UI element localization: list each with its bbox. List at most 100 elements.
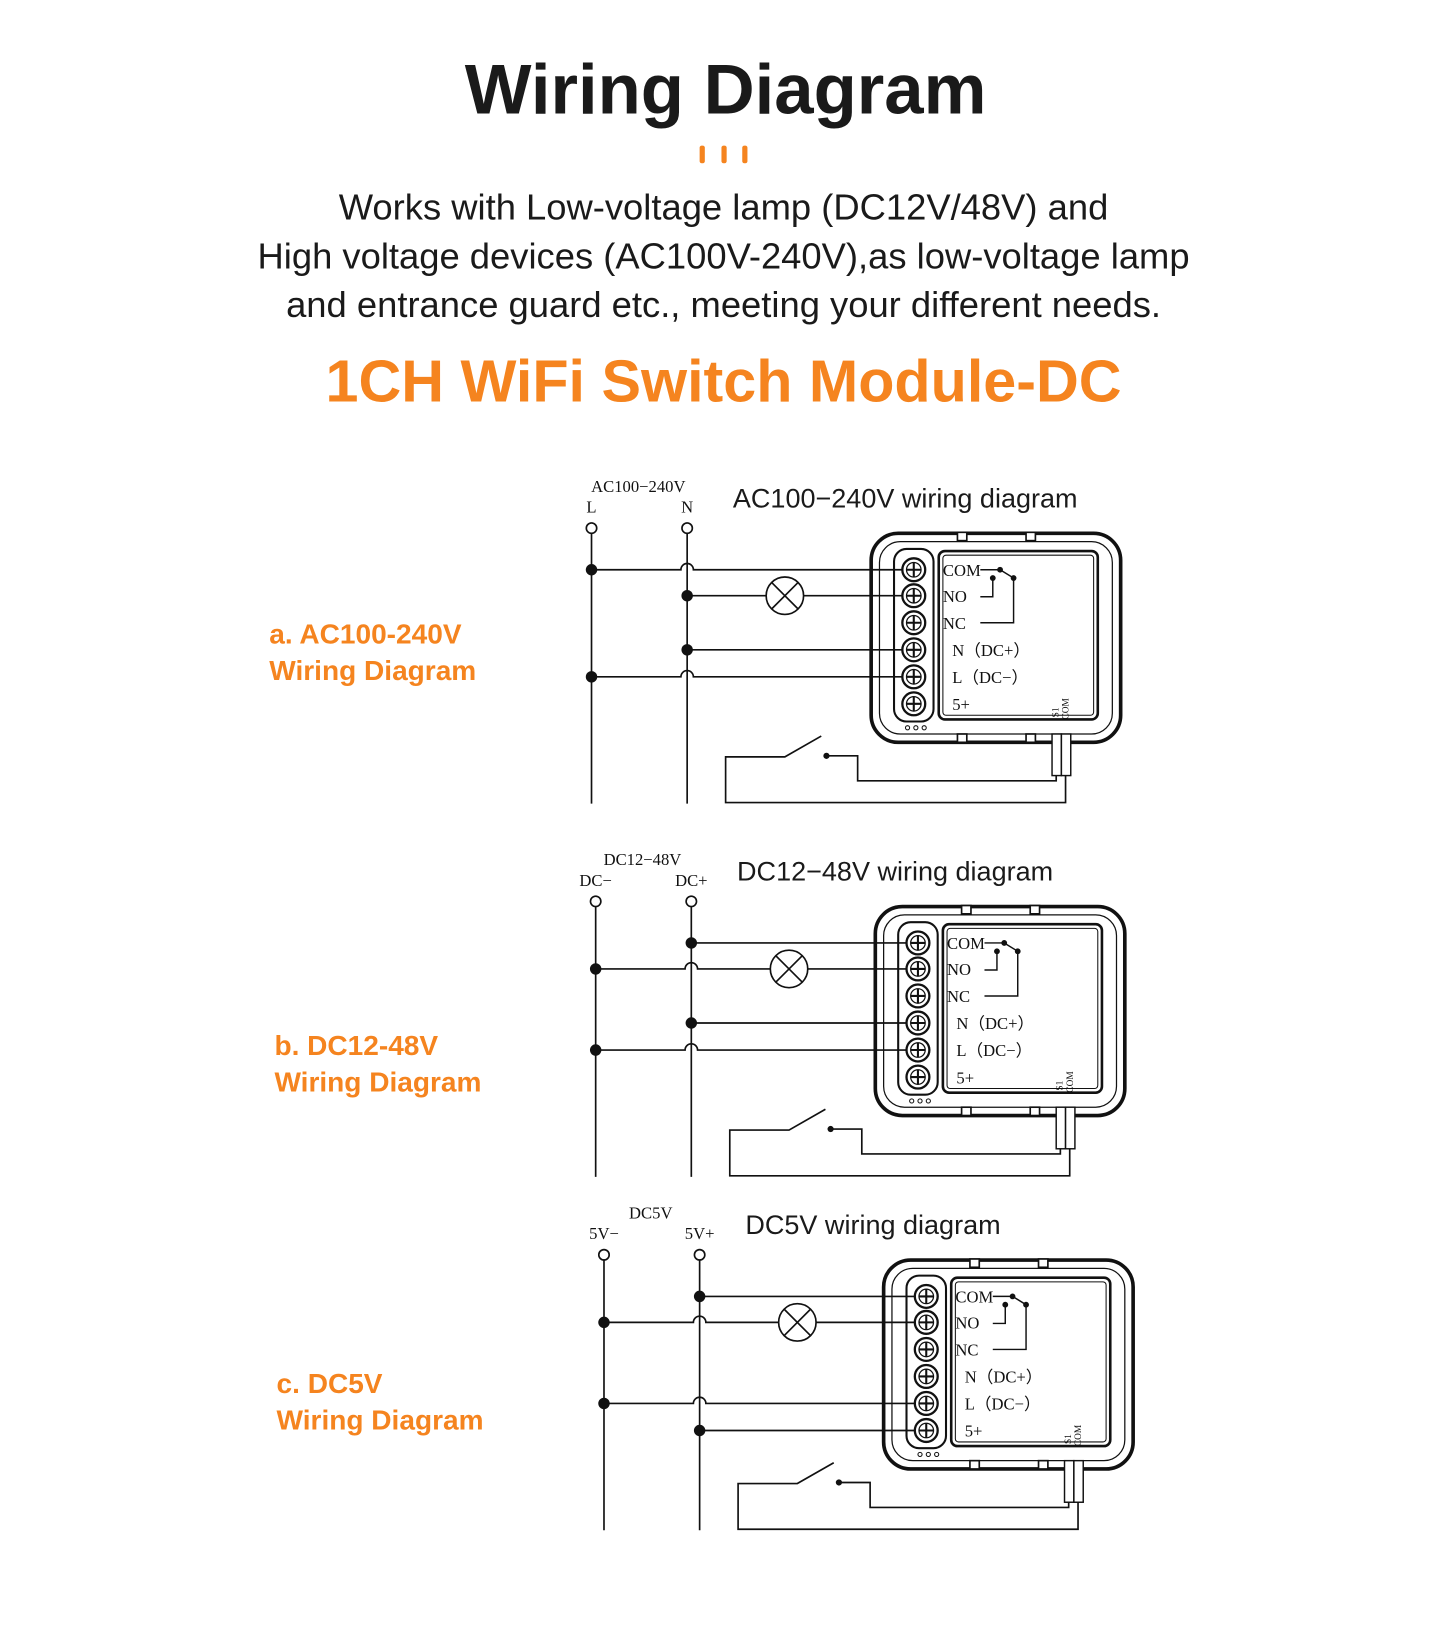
led-dot [934, 1451, 940, 1458]
wire-lead-s1 [1055, 1106, 1067, 1150]
wire [591, 669, 907, 678]
module-inner-edge [883, 914, 1118, 1108]
junction-dot [685, 937, 698, 949]
rail-label: DC+ [675, 871, 707, 890]
terminal-label-0: COM [955, 1288, 993, 1307]
supply-label: DC5V [629, 1203, 672, 1222]
com-label: COM [1062, 697, 1072, 719]
module-panel [941, 922, 1104, 1094]
wire-lead-s1 [1051, 733, 1063, 777]
terminal-label-1: NO [947, 960, 971, 979]
wire-lead-com [1060, 733, 1072, 777]
wire [595, 1042, 911, 1051]
wire [591, 562, 907, 571]
module-panel [937, 549, 1100, 721]
lamp-cross [770, 581, 799, 610]
relay-point [1002, 1301, 1009, 1308]
rail-label: DC− [579, 871, 611, 890]
terminal-label-3: N（DC+） [965, 1368, 1043, 1387]
junction-dot [589, 1044, 602, 1056]
switch-contact-icon [823, 752, 830, 759]
module-tab [1037, 1459, 1049, 1470]
s1-label: S1 [1055, 1080, 1065, 1090]
terminal-label-0: COM [947, 934, 985, 953]
terminal-label-4: L（DC−） [952, 668, 1028, 687]
module-tab [969, 1459, 981, 1470]
relay-point [989, 575, 996, 581]
terminal-circle-icon [685, 895, 698, 908]
terminal-circle-icon [597, 1248, 611, 1261]
terminal-circle-icon [693, 1248, 706, 1261]
subtitle-line-2: High voltage devices (AC100V-240V),as lo… [257, 235, 1189, 276]
module-tab [960, 904, 972, 915]
junction-dot [681, 644, 693, 656]
relay-point [1010, 575, 1017, 581]
module-body [869, 531, 1123, 745]
com-label: COM [1074, 1424, 1084, 1446]
terminal-label-1: NO [943, 587, 967, 606]
screw-cross [918, 1369, 934, 1384]
module-panel-inner [954, 1281, 1107, 1443]
terminal-label-5: 5+ [956, 1068, 974, 1087]
led-dot [909, 1098, 915, 1104]
switch-wire-com [737, 1462, 1079, 1531]
junction-dot [598, 1316, 610, 1329]
junction-dot [685, 1017, 698, 1029]
screw-cross [906, 588, 922, 604]
diagram-title: AC100−240V wiring diagram [733, 483, 1078, 513]
terminal-label-0: COM [943, 561, 981, 580]
module-inner-edge [891, 1267, 1126, 1462]
junction-dot [693, 1290, 706, 1303]
module-tab [956, 733, 968, 744]
relay-pivot [1001, 940, 1008, 946]
screw-cross [918, 1315, 934, 1330]
wire-lead-com [1073, 1459, 1084, 1503]
terminal-block [897, 921, 939, 1096]
relay-point [994, 948, 1000, 955]
side-label-sub-1: Wiring Diagram [274, 1067, 481, 1098]
rail-label: 5V− [589, 1224, 619, 1243]
module-tab [1037, 1258, 1049, 1269]
terminal-label-4: L（DC−） [956, 1041, 1032, 1060]
switch-wire-s1 [838, 1481, 1070, 1509]
terminal-label-5: 5+ [965, 1422, 983, 1441]
rail-label: N [681, 498, 693, 517]
terminal-label-1: NO [955, 1314, 979, 1333]
screw-cross [910, 1015, 926, 1031]
terminal-label-2: NC [943, 614, 966, 633]
screw-cross [918, 1289, 934, 1304]
terminal-block [905, 1274, 948, 1450]
relay-no-contact [992, 1304, 1006, 1325]
module-tab [960, 1106, 972, 1117]
led-dot [917, 1451, 923, 1458]
screw-cross [906, 562, 922, 578]
terminal-circle-icon [681, 522, 694, 535]
switch-wire-s1 [830, 1128, 1062, 1155]
screw-cross [918, 1396, 934, 1411]
relay-point [1014, 948, 1021, 955]
led-dot [904, 725, 911, 731]
module-tab [1025, 733, 1037, 744]
led-dot [925, 1451, 931, 1458]
lamp-cross [774, 954, 804, 984]
module-tab [1029, 1106, 1041, 1117]
module-tab [1029, 904, 1041, 915]
diagram-title: DC12−48V wiring diagram [737, 857, 1053, 887]
relay-point [1023, 1301, 1029, 1308]
terminal-label-4: L（DC−） [965, 1395, 1041, 1414]
side-label-0: a. AC100-240V [269, 619, 462, 650]
com-label: COM [1066, 1071, 1076, 1093]
module-body [881, 1258, 1135, 1471]
switch-contact-icon [827, 1125, 834, 1133]
diagram-title: DC5V wiring diagram [745, 1210, 1000, 1240]
subtitle-line-1: Works with Low-voltage lamp (DC12V/48V) … [339, 186, 1109, 227]
module-tab [969, 1258, 981, 1269]
wire-lead-com [1064, 1106, 1076, 1150]
wire [595, 961, 771, 970]
module-tab [1025, 531, 1037, 542]
junction-dot [598, 1397, 610, 1410]
led-dot [925, 1098, 931, 1104]
